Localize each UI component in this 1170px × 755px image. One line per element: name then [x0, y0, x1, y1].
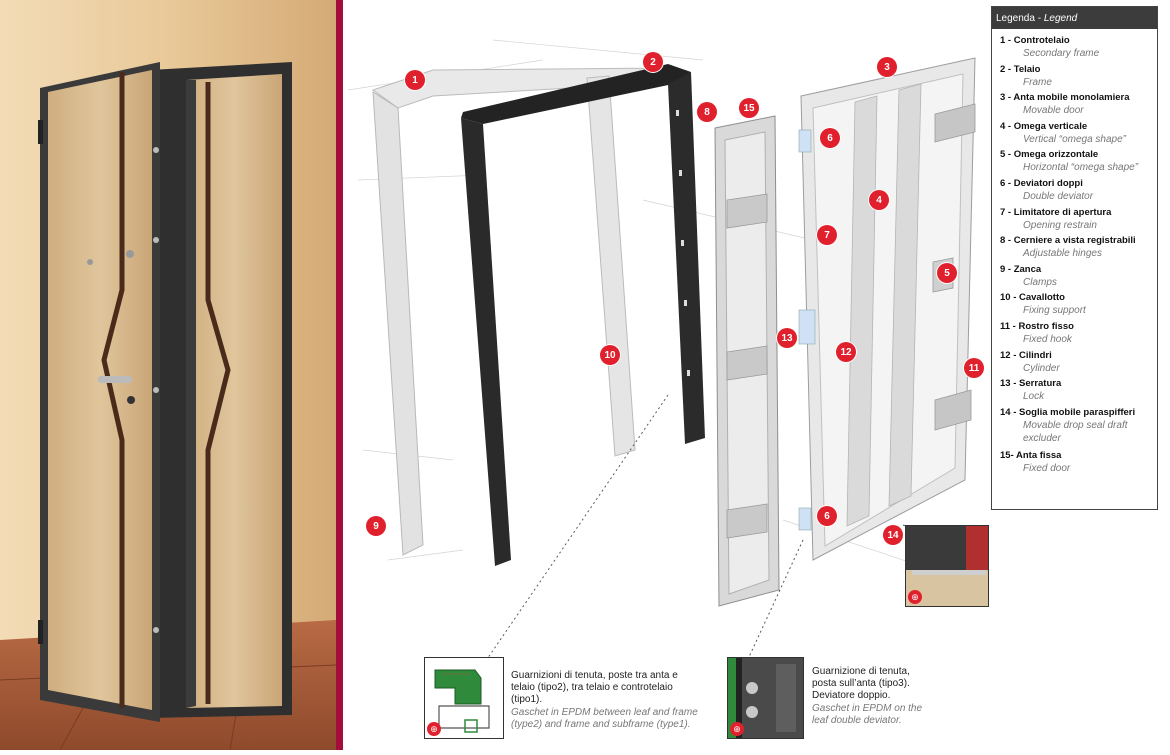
legend-item-en: Cylinder — [1023, 362, 1060, 374]
legend-item-en: Fixed door — [1023, 462, 1071, 474]
legend-item-en: Fixing support — [1023, 305, 1086, 317]
marker-14: 14 — [883, 525, 903, 545]
marker-5: 5 — [937, 263, 957, 283]
legend-item-it: 7 - Limitatore di apertura — [1000, 206, 1112, 218]
legend-item-en: Horizontal “omega shape” — [1023, 162, 1139, 174]
caption-gaskets-it-line: Guarnizioni di tenuta, poste tra anta e — [511, 670, 678, 681]
section-divider — [336, 0, 343, 750]
legend-item-it: 12 - Cilindri — [1000, 349, 1052, 361]
marker-13: 13 — [777, 328, 797, 348]
door-photo-illustration — [0, 0, 336, 750]
marker-8: 8 — [697, 102, 717, 122]
legend-item-it: 11 - Rostro fisso — [1000, 320, 1074, 332]
marker-9: 9 — [366, 516, 386, 536]
legend-item-en: Lock — [1023, 391, 1045, 403]
zoom-icon[interactable]: ⊕ — [730, 722, 744, 736]
legend-title-en: Legend — [1043, 12, 1078, 24]
legend-item-it: 3 - Anta mobile monolamiera — [1000, 92, 1130, 104]
caption-gaskets: Guarnizioni di tenuta, poste tra anta e … — [511, 670, 711, 731]
legend-item-en: Clamps — [1023, 276, 1057, 288]
legend-item-en: Movable door — [1023, 105, 1084, 117]
legend-item-en: Vertical “omega shape” — [1023, 133, 1127, 145]
legend-item-it: 2 - Telaio — [1000, 63, 1041, 75]
legend-item-it: 15- Anta fissa — [1000, 449, 1062, 461]
caption-deviator-en-line: Gaschet in EPDM on the — [812, 702, 923, 714]
legend-header: Legenda - Legend — [992, 7, 1157, 29]
legend-item-en: Fixed hook — [1023, 333, 1072, 345]
legend-item-it: 10 - Cavallotto — [1000, 292, 1065, 304]
caption-gaskets-it-line: (tipo1). — [511, 694, 543, 706]
legend-item-it: 4 - Omega verticale — [1000, 120, 1088, 132]
legend-item-en: Double deviator — [1023, 190, 1094, 202]
caption-deviator-it-line: Guarnizione di tenuta, — [812, 666, 910, 677]
legend-title-separator: - — [1034, 12, 1044, 24]
legend-item-it: 8 - Cerniere a vista registrabili — [1000, 235, 1136, 247]
legend-item-it: 5 - Omega orizzontale — [1000, 149, 1099, 161]
legend-item-en: Secondary frame — [1023, 48, 1100, 59]
marker-4: 4 — [869, 190, 889, 210]
legend-item-it: 1 - Controtelaio — [1000, 35, 1070, 46]
zoom-icon[interactable]: ⊕ — [427, 722, 441, 736]
marker-2: 2 — [643, 52, 663, 72]
caption-deviator: Guarnizione di tenuta, posta sull’anta (… — [812, 666, 962, 727]
zoom-icon[interactable]: ⊕ — [908, 590, 922, 604]
marker-6-top: 6 — [820, 128, 840, 148]
caption-deviator-it-line: Deviatore doppio. — [812, 690, 891, 702]
detail-thumbnail-deviator[interactable]: ⊕ — [727, 657, 804, 739]
marker-7: 7 — [817, 225, 837, 245]
caption-deviator-it-line: posta sull’anta (tipo3). — [812, 678, 910, 690]
exploded-door-diagram — [343, 0, 1170, 750]
caption-gaskets-it-line: telaio (tipo2), tra telaio e controtelai… — [511, 682, 673, 694]
marker-10: 10 — [600, 345, 620, 365]
detail-thumbnail-gaskets[interactable]: ⊕ — [424, 657, 504, 739]
legend-item-it: 14 - Soglia mobile paraspifferi — [1000, 406, 1136, 418]
detail-thumbnail-drop-seal[interactable]: ⊕ — [905, 525, 989, 607]
marker-1: 1 — [405, 70, 425, 90]
caption-gaskets-en-line: Gaschet in EPDM between leaf and frame — [511, 706, 698, 718]
legend-item-en: Movable drop seal draft excluder — [1023, 419, 1128, 444]
marker-15: 15 — [739, 98, 759, 118]
legend-item-it: 6 - Deviatori doppi — [1000, 177, 1083, 189]
marker-3: 3 — [877, 57, 897, 77]
exploded-view-illustration — [347, 39, 976, 671]
legend-item-it: 9 - Zanca — [1000, 263, 1042, 275]
caption-gaskets-en-line: (type2) and frame and subframe (type1). — [511, 718, 691, 730]
door-photo — [0, 0, 336, 750]
marker-6-bottom: 6 — [817, 506, 837, 526]
legend-item-en: Adjustable hinges — [1023, 248, 1102, 260]
marker-11: 11 — [964, 358, 984, 378]
legend-item-en: Opening restrain — [1023, 219, 1097, 231]
marker-12: 12 — [836, 342, 856, 362]
legend-title-it: Legenda — [996, 12, 1035, 24]
caption-deviator-en-line: leaf double deviator. — [812, 714, 902, 726]
legend-item-it: 13 - Serratura — [1000, 378, 1062, 390]
legend-item-en: Frame — [1023, 76, 1052, 88]
